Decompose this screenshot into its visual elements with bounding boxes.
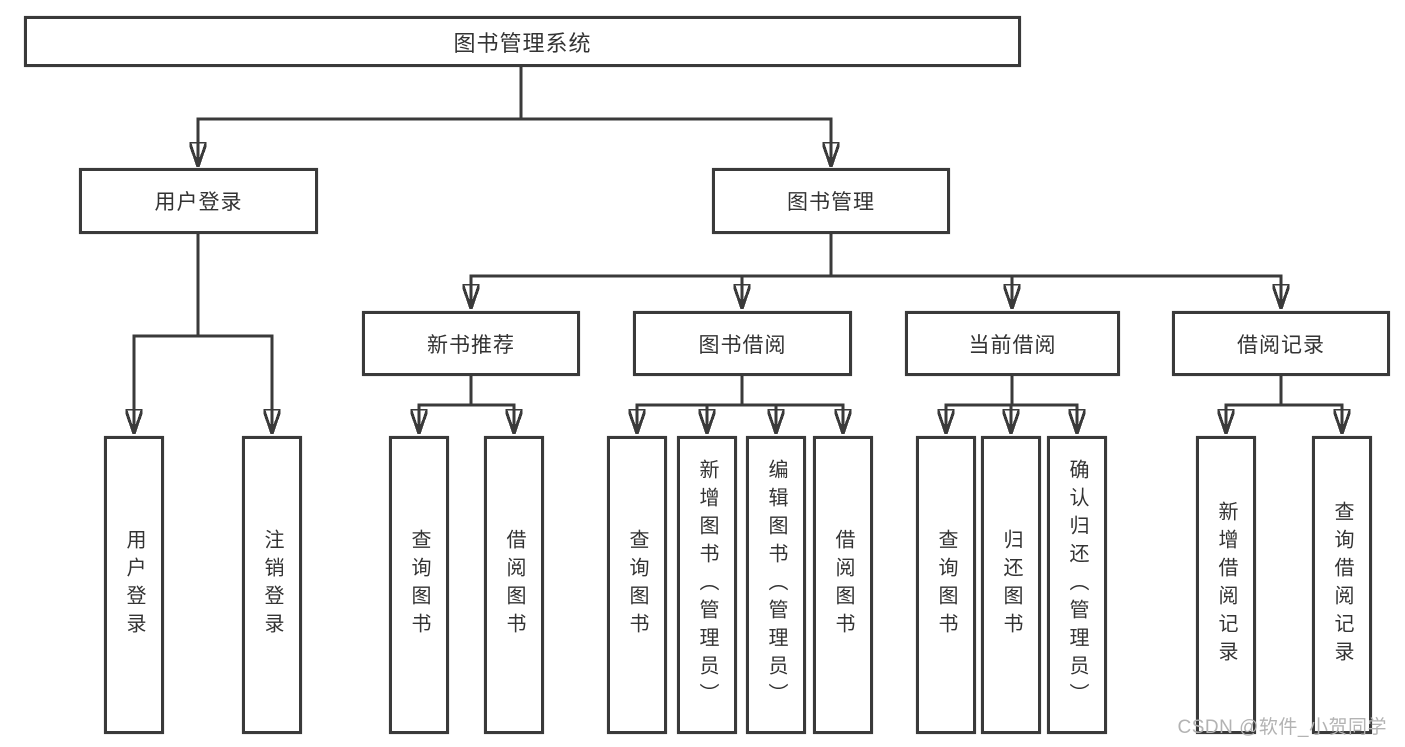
leaf-borrow-books-borrowing-label: 借阅图书 bbox=[832, 529, 854, 641]
leaf-add-borrow-record: 新增借阅记录 bbox=[1196, 436, 1256, 734]
branch-borrowing-records-connectors bbox=[1226, 376, 1342, 433]
branch-root-connectors bbox=[198, 67, 831, 166]
branch-user-login-connectors bbox=[134, 234, 272, 433]
node-library-management-system: 图书管理系统 bbox=[24, 16, 1021, 67]
leaf-user-login: 用户登录 bbox=[104, 436, 164, 734]
leaf-query-books-current-label: 查询图书 bbox=[935, 529, 957, 641]
node-new-book-recommendation: 新书推荐 bbox=[362, 311, 580, 376]
node-book-borrowing: 图书借阅 bbox=[633, 311, 852, 376]
leaf-query-books-recommend-label: 查询图书 bbox=[408, 529, 430, 641]
leaf-logout: 注销登录 bbox=[242, 436, 302, 734]
leaf-borrow-books-recommend-label: 借阅图书 bbox=[503, 529, 525, 641]
branch-current-borrowing-connectors bbox=[946, 376, 1077, 433]
csdn-watermark: CSDN @软件_小贺同学 bbox=[1177, 717, 1387, 738]
leaf-query-books-borrowing-label: 查询图书 bbox=[626, 529, 648, 641]
leaf-add-borrow-record-label: 新增借阅记录 bbox=[1215, 501, 1237, 669]
leaf-borrow-books-borrowing: 借阅图书 bbox=[813, 436, 873, 734]
leaf-query-books-borrowing: 查询图书 bbox=[607, 436, 667, 734]
leaf-return-books: 归还图书 bbox=[981, 436, 1041, 734]
leaf-return-books-label: 归还图书 bbox=[1000, 529, 1022, 641]
node-borrowing-records: 借阅记录 bbox=[1172, 311, 1390, 376]
leaf-confirm-return-admin-label: 确认归还（管理员） bbox=[1066, 459, 1088, 711]
leaf-query-books-current: 查询图书 bbox=[916, 436, 976, 734]
leaf-query-borrow-record: 查询借阅记录 bbox=[1312, 436, 1372, 734]
leaf-edit-books-admin-label: 编辑图书（管理员） bbox=[765, 459, 787, 711]
node-book-management: 图书管理 bbox=[712, 168, 950, 234]
leaf-user-login-label: 用户登录 bbox=[123, 529, 145, 641]
branch-book-borrowing-connectors bbox=[637, 376, 843, 433]
leaf-confirm-return-admin: 确认归还（管理员） bbox=[1047, 436, 1107, 734]
node-current-borrowing: 当前借阅 bbox=[905, 311, 1120, 376]
leaf-edit-books-admin: 编辑图书（管理员） bbox=[746, 436, 806, 734]
leaf-logout-label: 注销登录 bbox=[261, 529, 283, 641]
leaf-add-books-admin: 新增图书（管理员） bbox=[677, 436, 737, 734]
node-user-login: 用户登录 bbox=[79, 168, 318, 234]
leaf-add-books-admin-label: 新增图书（管理员） bbox=[696, 459, 718, 711]
leaf-borrow-books-recommend: 借阅图书 bbox=[484, 436, 544, 734]
branch-new-book-recommendation-connectors bbox=[419, 376, 514, 433]
leaf-query-books-recommend: 查询图书 bbox=[389, 436, 449, 734]
branch-book-management-connectors bbox=[471, 234, 1281, 308]
leaf-query-borrow-record-label: 查询借阅记录 bbox=[1331, 501, 1353, 669]
